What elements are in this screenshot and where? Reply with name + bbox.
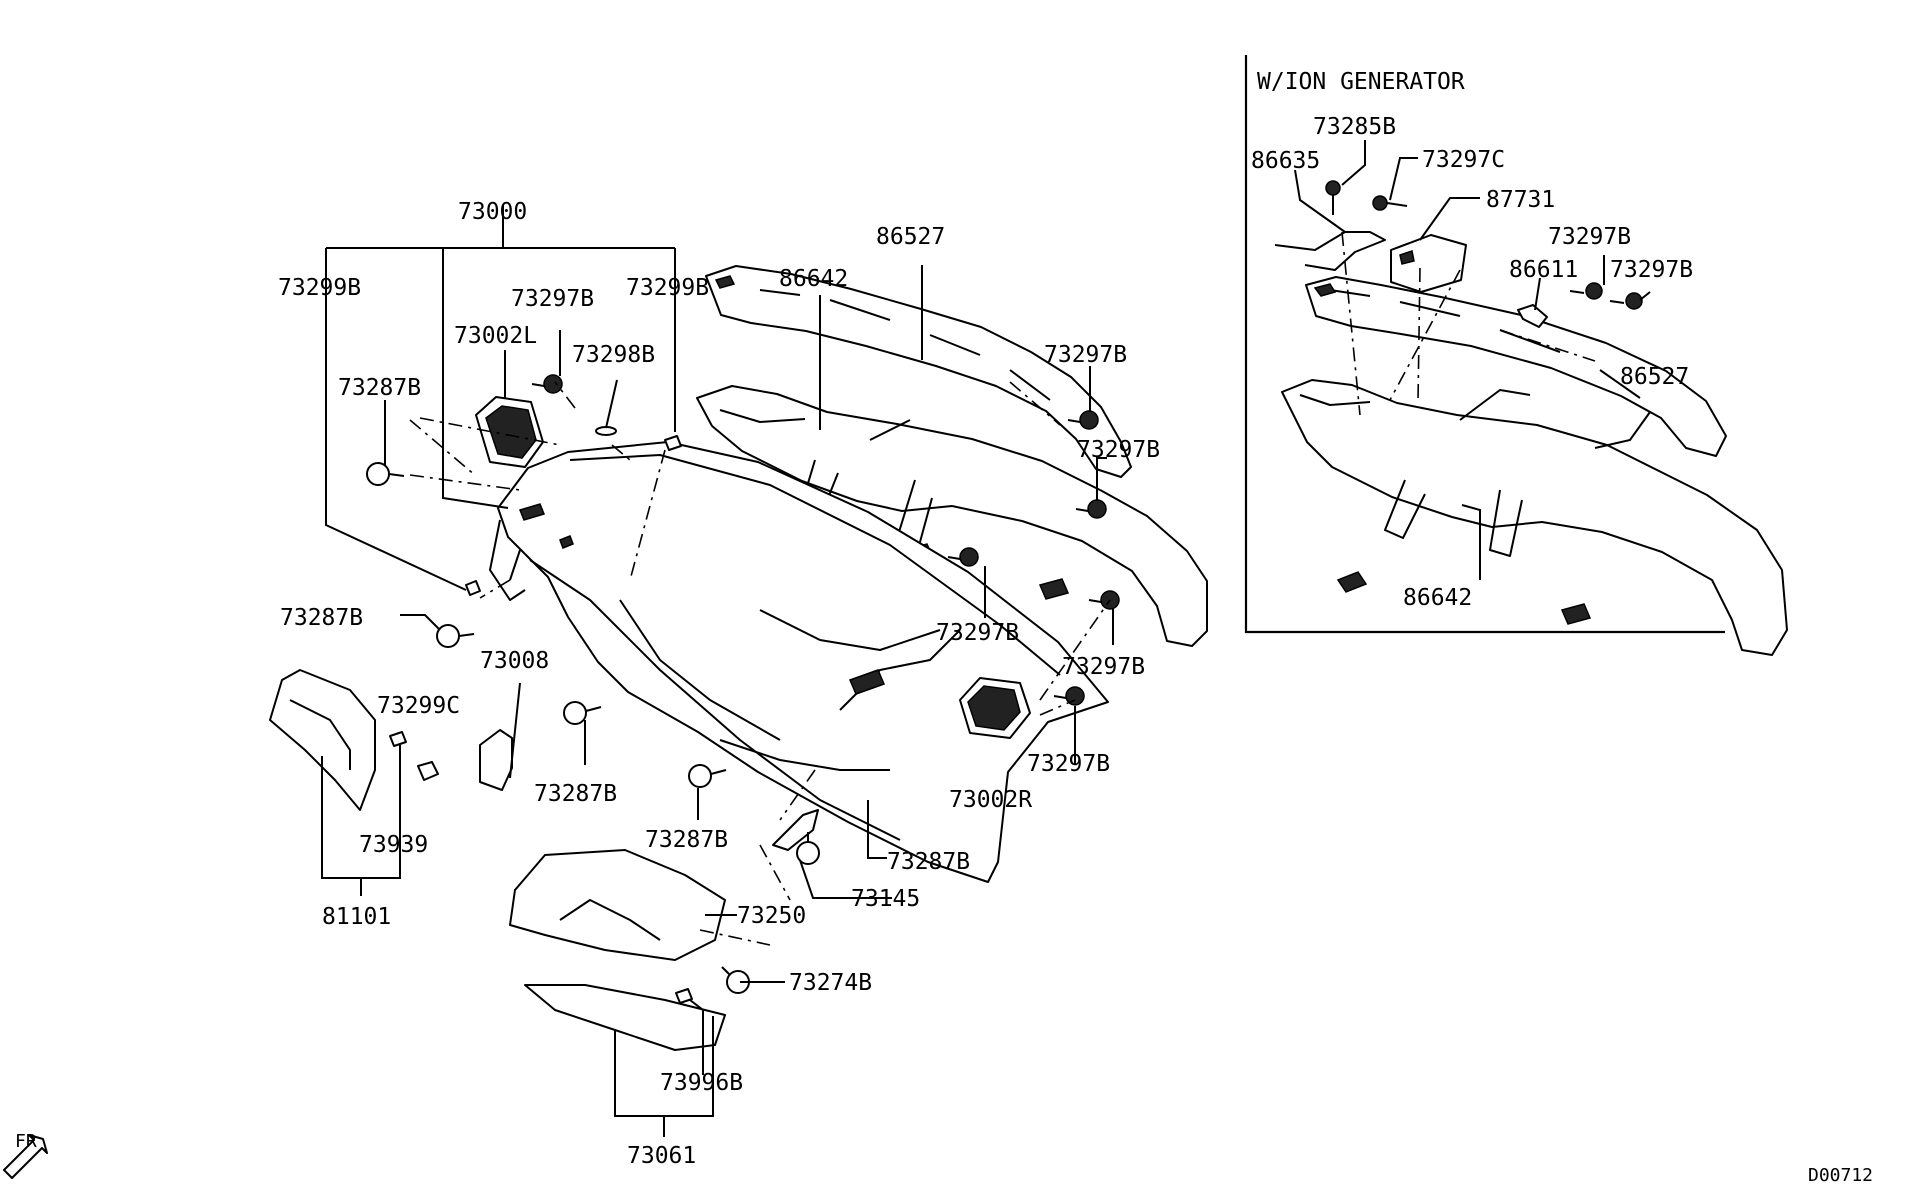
label-73297B-lower: 73297B (1027, 751, 1110, 777)
glovebox-73250 (509, 849, 726, 961)
inset-screws (1325, 180, 1643, 310)
inset-label-73285B: 73285B (1313, 114, 1396, 140)
inset-duct-lower (1281, 379, 1788, 656)
inset-frame (1244, 55, 1725, 634)
label-73287B-bottom-right: 73287B (887, 849, 970, 875)
fasteners (366, 374, 1120, 994)
label-73287B-bottom-left: 73287B (645, 827, 728, 853)
inset-bracket-86635 (1274, 231, 1386, 271)
label-73297B-duct-a: 73297B (1044, 342, 1127, 368)
label-73002L: 73002L (454, 323, 537, 349)
inset-leaders (1294, 140, 1651, 580)
inset-label-87731: 87731 (1486, 187, 1555, 213)
label-73000: 73000 (458, 199, 527, 225)
label-73299B-left: 73299B (278, 275, 361, 301)
bracket-73145 (772, 809, 819, 851)
label-81101: 81101 (322, 904, 391, 930)
inset-label-73297B-b: 73297B (1610, 257, 1693, 283)
clip-73298B (595, 426, 617, 436)
front-direction-marker: FR (3, 1131, 48, 1179)
label-73299B-right: 73299B (626, 275, 709, 301)
label-73297B-mid: 73297B (936, 620, 1019, 646)
inset-label-86642: 86642 (1403, 585, 1472, 611)
label-73297B-duct-b: 73297B (1077, 437, 1160, 463)
label-73008: 73008 (480, 648, 549, 674)
label-73250: 73250 (737, 903, 806, 929)
inset-title: W/ION GENERATOR (1257, 69, 1465, 95)
label-73145: 73145 (851, 886, 920, 912)
arrow-down-left-icon (3, 1134, 48, 1179)
label-73002R: 73002R (949, 787, 1032, 813)
inset-ion-generator (1390, 234, 1467, 293)
inset-label-86635: 86635 (1251, 148, 1320, 174)
label-73297B-right: 73297B (1062, 654, 1145, 680)
bracket-73008 (479, 729, 513, 791)
inset-label-86527: 86527 (1620, 364, 1689, 390)
label-86642: 86642 (779, 266, 848, 292)
label-73061: 73061 (627, 1143, 696, 1169)
label-73287B-left: 73287B (280, 605, 363, 631)
label-73298B: 73298B (572, 342, 655, 368)
inset-bracket-86611 (1517, 304, 1548, 328)
vent-73002L (475, 396, 544, 468)
label-73939: 73939 (359, 832, 428, 858)
clip-73939 (389, 731, 407, 747)
label-73299C: 73299C (377, 693, 460, 719)
label-73274B: 73274B (789, 970, 872, 996)
inset-label-73297B-a: 73297B (1548, 224, 1631, 250)
vent-73002R (959, 677, 1031, 739)
inset-label-86611: 86611 (1509, 257, 1578, 283)
label-86527: 86527 (876, 224, 945, 250)
label-73297B-top: 73297B (511, 286, 594, 312)
label-73287B-upper: 73287B (338, 375, 421, 401)
cover-81101 (269, 669, 376, 811)
instrument-panel-73000 (489, 441, 1109, 883)
clip-73996B (675, 988, 693, 1004)
main-leaders (321, 205, 1114, 1137)
clip-73299C (417, 761, 439, 781)
inset-label-73297C: 73297C (1422, 147, 1505, 173)
clips-73299B (465, 435, 682, 596)
main-assembly: 73000 73299B 73299B 73297B 73002L 73298B… (269, 199, 1208, 1169)
label-73996B: 73996B (660, 1070, 743, 1096)
lower-panel-73061 (524, 984, 726, 1051)
label-73287B-center: 73287B (534, 781, 617, 807)
diagram-code: D00712 (1808, 1165, 1873, 1186)
ion-generator-inset: W/ION GENERATOR (1244, 55, 1788, 656)
